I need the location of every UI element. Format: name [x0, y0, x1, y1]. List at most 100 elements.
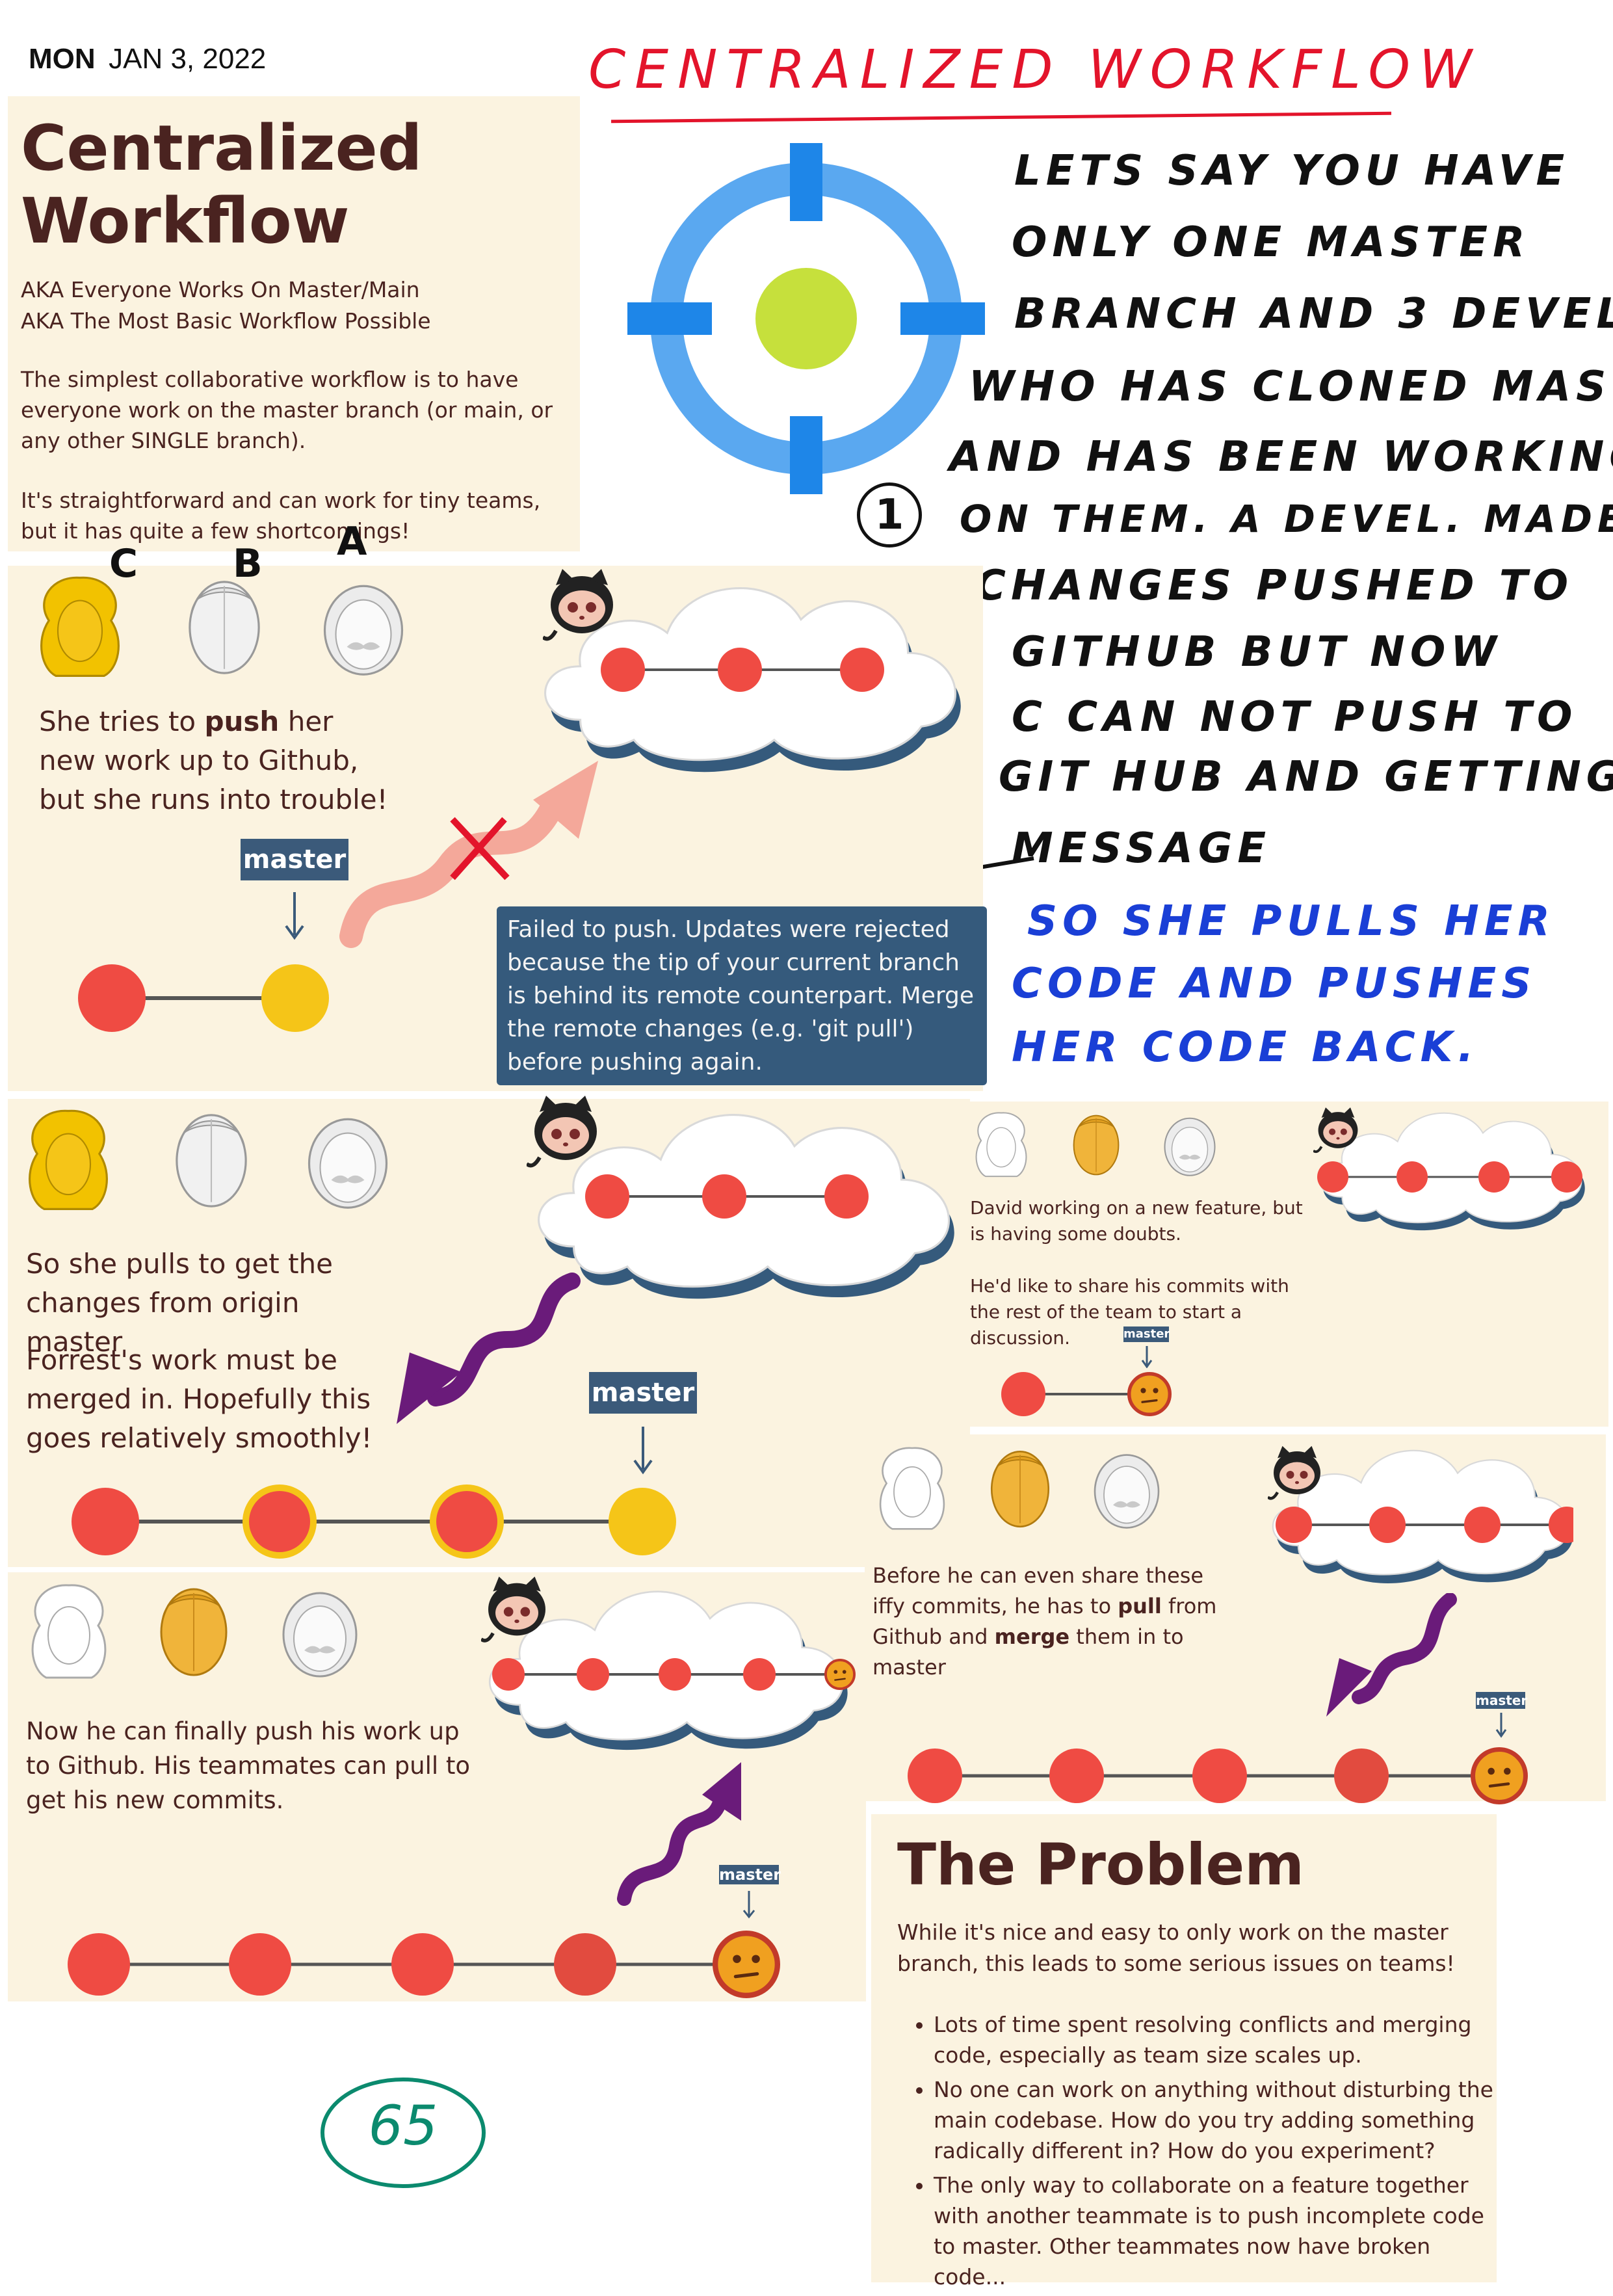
- problem-title: The Problem: [897, 1831, 1304, 1898]
- person-b-icon: [148, 1580, 239, 1684]
- remote-commits: [601, 648, 884, 692]
- person-label-a: A: [337, 519, 371, 564]
- merged-commit: [243, 1484, 317, 1559]
- master-label: master: [719, 1865, 781, 1884]
- remote-commit: [1551, 1161, 1582, 1193]
- remote-commit: [840, 648, 884, 692]
- down-arrow-icon: [742, 1891, 755, 1919]
- local-commit: [78, 964, 146, 1032]
- panel3-text2: Forrest's work must be merged in. Hopefu…: [26, 1344, 373, 1454]
- person-a-icon: [1157, 1109, 1222, 1181]
- panel5-text-bold2: merge: [994, 1624, 1070, 1649]
- push-arrow-icon: [339, 761, 598, 948]
- local-commit: [261, 964, 329, 1032]
- aka-line2: AKA The Most Basic Workflow Possible: [21, 308, 431, 334]
- octocat-icon: [527, 1092, 605, 1170]
- remote-commits: [585, 1174, 869, 1219]
- merged-commits: [72, 1484, 676, 1559]
- note-line-6: ON THEM. A DEVEL. MADE: [960, 497, 1613, 541]
- date-value: JAN 3, 2022: [109, 43, 267, 75]
- note-line-10: GIT HUB AND GETTING: [999, 753, 1613, 801]
- panel5-text-bold1: pull: [1118, 1594, 1162, 1618]
- problem-panel: [871, 1814, 1497, 2282]
- local-commit: [68, 1933, 130, 1996]
- pull-arrow-icon: [397, 1273, 581, 1424]
- person-b-icon: [978, 1444, 1062, 1535]
- aka-line1: AKA Everyone Works On Master/Main: [21, 277, 420, 302]
- merged-commit: [609, 1488, 676, 1555]
- pull-arrow-icon: [1326, 1593, 1457, 1717]
- date-day: MON: [29, 43, 96, 75]
- local-commits: [1001, 1372, 1174, 1416]
- problem-intro: While it's nice and easy to only work on…: [897, 1920, 1455, 1976]
- remote-commit: [492, 1658, 525, 1691]
- person-label-c: C: [109, 541, 142, 587]
- panel6-text: Now he can finally push his work up to G…: [26, 1717, 471, 1814]
- merged-commits: [908, 1747, 1534, 1805]
- remote-commit: [1464, 1507, 1501, 1543]
- octocat-icon: [1313, 1105, 1363, 1155]
- down-arrow-icon: [633, 1427, 653, 1475]
- note-line-11: MESSAGE: [1012, 825, 1272, 873]
- intro-panel: [8, 96, 580, 551]
- remote-commits: [1276, 1507, 1573, 1543]
- merged-commit: [1192, 1748, 1247, 1803]
- local-commit: [554, 1933, 616, 1996]
- merged-commit: [908, 1748, 962, 1803]
- doubtful-commit-icon: [1129, 1374, 1170, 1415]
- local-commits: [78, 964, 329, 1032]
- note-line-2: ONLY ONE MASTER: [1012, 218, 1530, 267]
- intro-para2: It's straightforward and can work for ti…: [21, 488, 541, 544]
- panel2-text: She tries to push her new work up to Git…: [39, 702, 390, 819]
- panel5-text-post: them in to master: [872, 1624, 1184, 1680]
- intro-title-line2: Workflow: [21, 185, 350, 257]
- problem-bullet: No one can work on anything without dist…: [934, 2074, 1506, 2166]
- merged-commit: [430, 1484, 504, 1559]
- remote-commit: [601, 648, 645, 692]
- remote-commit: [718, 648, 762, 692]
- panel5-text-mid: from Github and: [872, 1594, 1217, 1649]
- remote-commit: [1397, 1161, 1428, 1193]
- intro-title: Centralized Workflow: [21, 112, 422, 257]
- handwritten-title: CENTRALIZED WORKFLOW: [588, 39, 1481, 101]
- remote-commits: [492, 1658, 865, 1691]
- panel3-text1: So she pulls to get the changes from ori…: [26, 1248, 334, 1358]
- person-b-icon: [176, 572, 273, 683]
- remote-commit: [1369, 1507, 1406, 1543]
- person-b-icon: [163, 1105, 260, 1216]
- push-arrow-icon: [617, 1762, 741, 1906]
- person-a-icon: [1084, 1444, 1169, 1535]
- remote-commit: [824, 1174, 869, 1219]
- down-arrow-icon: [1495, 1713, 1507, 1738]
- merged-commit: [72, 1488, 139, 1555]
- note-line-4: WHO HAS CLONED MAST.: [969, 363, 1613, 411]
- problem-bullet: The only way to collaborate on a feature…: [934, 2170, 1506, 2292]
- step-number-1: 1: [857, 482, 922, 548]
- local-commit: [229, 1933, 291, 1996]
- person-c-icon: [31, 572, 129, 683]
- panel4-text2: He'd like to share his commits with the …: [970, 1275, 1289, 1349]
- intro-aka: AKA Everyone Works On Master/Main AKA Th…: [21, 274, 431, 337]
- remote-commit: [1549, 1507, 1573, 1543]
- blue-note-line-3: HER CODE BACK.: [1012, 1023, 1479, 1072]
- page-number-ring: [321, 2078, 486, 2188]
- blue-note-line-1: SO SHE PULLS HER: [1027, 897, 1555, 945]
- note-line-5: AND HAS BEEN WORKING: [949, 433, 1613, 481]
- target-icon: [627, 143, 985, 494]
- merged-commit: [1049, 1748, 1104, 1803]
- remote-commit: [702, 1174, 746, 1219]
- octocat-icon: [1268, 1444, 1326, 1502]
- person-a-icon: [274, 1580, 365, 1684]
- local-commit: [391, 1933, 454, 1996]
- note-line-8: GITHUB BUT NOW: [1012, 628, 1502, 676]
- panel2-text-post: her new work up to Github, but she runs …: [39, 706, 388, 815]
- remote-commit: [743, 1658, 776, 1691]
- panel4-text1: David working on a new feature, but is h…: [970, 1197, 1303, 1245]
- person-b-icon: [1064, 1109, 1129, 1181]
- note-line-1: LETS SAY YOU HAVE: [1014, 147, 1570, 195]
- intro-title-line1: Centralized: [21, 112, 423, 185]
- remote-commit: [659, 1658, 691, 1691]
- person-a-icon: [299, 1105, 397, 1216]
- blue-note-line-2: CODE AND PUSHES: [1012, 960, 1537, 1008]
- octocat-icon: [481, 1574, 553, 1645]
